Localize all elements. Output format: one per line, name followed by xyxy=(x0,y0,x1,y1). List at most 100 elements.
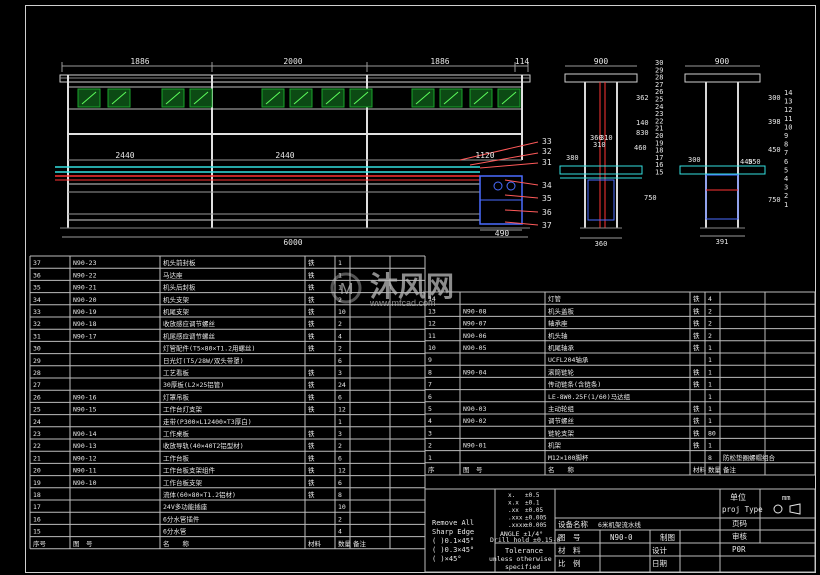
bom-cell-code: N90-13 xyxy=(73,442,97,450)
bom-cell-name: 30厚板(L2×25铝管) xyxy=(163,380,224,389)
bom-cell-code: N90-16 xyxy=(73,393,97,401)
balloon-label: 19 xyxy=(655,139,663,147)
balloon-label: 15 xyxy=(655,169,663,177)
bom-cell-code: N90-15 xyxy=(73,406,97,414)
bom-cell-no: 27 xyxy=(33,381,41,389)
bom-cell-name: 机头轴 xyxy=(548,331,568,340)
dimension-label: 362 xyxy=(636,94,649,102)
bom-cell-qty: 4 xyxy=(708,295,712,303)
bom-cell-mat: 铁 xyxy=(308,405,315,414)
bom-cell-code: N90-22 xyxy=(73,271,97,279)
bom-cell-qty: 2 xyxy=(338,296,342,304)
bom-cell-qty: 10 xyxy=(338,503,346,511)
bom-cell-mat: 铁 xyxy=(693,404,700,413)
bom-cell-qty: 1 xyxy=(708,405,712,413)
bom-cell-mat: 铁 xyxy=(308,258,315,267)
bom-cell-code: N90-06 xyxy=(463,332,487,340)
balloon-label: 33 xyxy=(542,137,552,146)
tolerance-sub: unless otherwise xyxy=(489,555,552,563)
front-view[interactable] xyxy=(55,62,539,238)
lamp-glyph xyxy=(293,91,309,105)
dimension-label: 360 xyxy=(595,240,608,248)
tolerance-angle: ANGLE ±1/4° xyxy=(500,530,543,538)
bom-cell-no: 26 xyxy=(33,393,41,401)
bom-cell-name: 机头盖板 xyxy=(548,306,575,315)
balloon-label: 29 xyxy=(655,66,663,74)
bom-cell-qty: 1 xyxy=(338,418,342,426)
dimension-label: 140 xyxy=(636,119,649,127)
bom-cell-qty: 10 xyxy=(338,308,346,316)
bom-cell-name: 收放导轨(40×40T2铝型材) xyxy=(163,441,244,450)
tolerance-key: .xx xyxy=(508,507,519,514)
balloon-label: 22 xyxy=(655,117,663,125)
balloon-label: 24 xyxy=(655,103,663,111)
bom-header-code: 图 号 xyxy=(73,540,93,548)
lamp-glyph xyxy=(193,91,209,105)
balloon-label: 10 xyxy=(784,123,792,131)
bom-cell-remark: 防松垫圈螺帽组合 xyxy=(723,453,776,462)
bom-cell-name: 机尾轴承 xyxy=(548,343,575,352)
bom-cell-name: 机头支架 xyxy=(163,295,190,304)
bom-cell-mat: 铁 xyxy=(308,331,315,340)
front-view-lamps xyxy=(77,88,521,108)
bom-cell-mat: 铁 xyxy=(308,466,315,475)
balloon-label: 23 xyxy=(655,110,663,118)
balloon-label: 9 xyxy=(784,132,788,140)
bom-cell-qty: 2 xyxy=(708,332,712,340)
bom-cell-code: N90-19 xyxy=(73,308,97,316)
balloon-label: 8 xyxy=(784,141,788,149)
bom-cell-no: 19 xyxy=(33,479,41,487)
bom-cell-name: 机头后封板 xyxy=(163,283,196,292)
dimension-label: 360 xyxy=(590,134,603,142)
bom-cell-qty: 1 xyxy=(338,284,342,292)
bom-cell-code: N90-12 xyxy=(73,454,97,462)
bom-cell-name: 工作台板支架组件 xyxy=(163,466,216,475)
dimension-label: 300 xyxy=(768,94,781,102)
bom-header-mat: 材料 xyxy=(308,539,322,548)
bom-cell-code: N90-04 xyxy=(463,368,487,376)
lamp-glyph xyxy=(265,91,281,105)
title-note: Remove All xyxy=(432,519,474,527)
bom-cell-code: N90-20 xyxy=(73,296,97,304)
bom-cell-name: 马达座 xyxy=(163,270,183,279)
bom-cell-name: LE-8W0.25F(1/60)马达组 xyxy=(548,392,631,401)
bom-cell-no: 29 xyxy=(33,357,41,365)
dimension-label: 380 xyxy=(566,154,579,162)
balloon-label: 28 xyxy=(655,74,663,82)
title-note: ( )×45° xyxy=(432,555,462,563)
bom-cell-qty: 3 xyxy=(338,369,342,377)
side-view-2[interactable] xyxy=(679,65,766,237)
side-view-1[interactable] xyxy=(559,65,643,239)
bom-cell-name: UCFL204轴承 xyxy=(548,355,589,364)
bom-cell-no: 32 xyxy=(33,320,41,328)
dimension-label: 300 xyxy=(688,156,701,164)
bom-cell-name: 调节螺丝 xyxy=(548,416,575,425)
version-label: P0R xyxy=(732,545,746,554)
tolerance-title: Tolerance xyxy=(505,547,543,555)
bom-cell-mat: 铁 xyxy=(693,331,700,340)
dimension-label: 6000 xyxy=(283,238,302,247)
bom-cell-mat: 铁 xyxy=(308,344,315,353)
bom-cell-qty: 6 xyxy=(338,393,342,401)
bom-cell-no: 2 xyxy=(428,442,432,450)
bom-header-no: 序号 xyxy=(33,539,47,548)
ratio-label: 比 例 xyxy=(558,558,581,568)
bom-cell-qty: 4 xyxy=(338,332,342,340)
proj-type-label: proj Type xyxy=(722,505,763,514)
balloon-label: 34 xyxy=(542,181,552,190)
tolerance-key: x. xyxy=(508,492,515,499)
bom-cell-qty: 1 xyxy=(338,259,342,267)
bom-cell-name: 机架 xyxy=(548,441,562,450)
bom-cell-no: 11 xyxy=(428,332,436,340)
bom-cell-code: N90-05 xyxy=(463,344,487,352)
bom-cell-no: 36 xyxy=(33,271,41,279)
bom-cell-qty: 6 xyxy=(338,479,342,487)
lamp-glyph xyxy=(353,91,369,105)
